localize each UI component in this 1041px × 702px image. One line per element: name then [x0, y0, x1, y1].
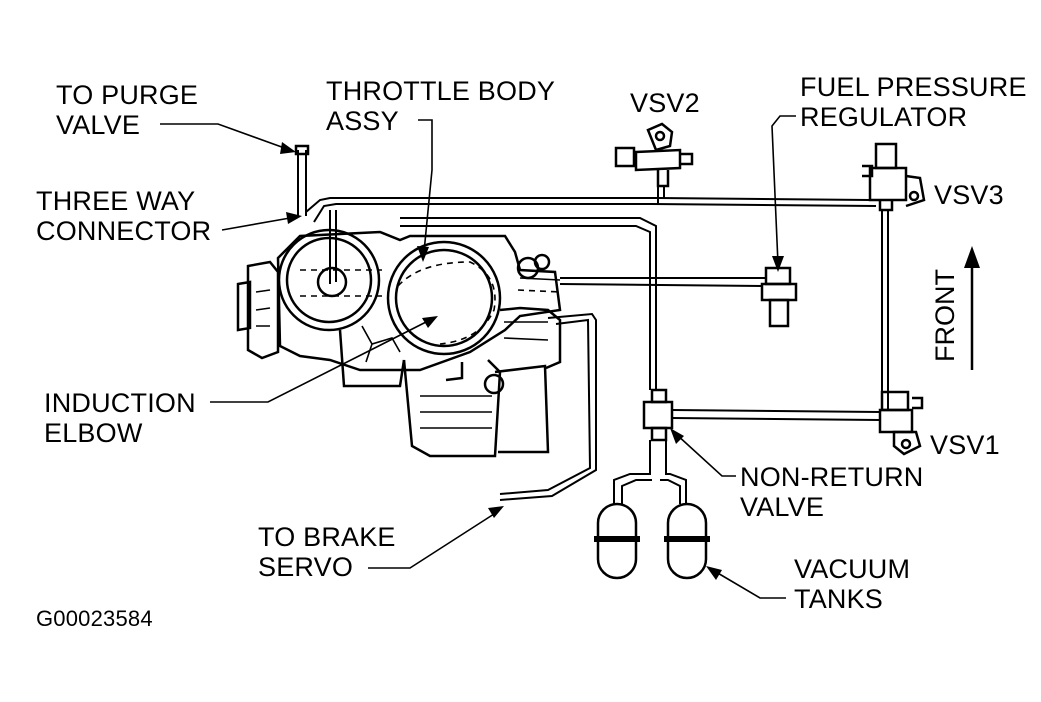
label-to-brake-servo: TO BRAKE SERVO — [258, 522, 396, 582]
label-vsv2: VSV2 — [630, 88, 700, 118]
figure-id: G00023584 — [36, 604, 153, 634]
vsv2-text: VSV2 — [630, 88, 700, 118]
label-throttle-body: THROTTLE BODY ASSY — [326, 76, 555, 136]
to-brake-servo-line1: TO BRAKE — [258, 522, 396, 552]
vsv1-text: VSV1 — [930, 430, 1000, 460]
to-purge-valve-line2: VALVE — [56, 110, 141, 140]
label-to-purge-valve: TO PURGE VALVE — [56, 80, 198, 140]
induction-elbow-line2: ELBOW — [44, 418, 143, 448]
vsv2-valve — [614, 122, 694, 188]
label-three-way-connector: THREE WAY CONNECTOR — [36, 186, 211, 246]
throttle-body-assembly — [236, 228, 562, 458]
vacuum-tanks-line1: VACUUM — [794, 554, 911, 584]
front-text: FRONT — [930, 269, 960, 362]
label-induction-elbow: INDUCTION ELBOW — [44, 388, 196, 448]
leader-lines — [160, 115, 980, 599]
induction-elbow-line1: INDUCTION — [44, 388, 196, 418]
vsv3-valve — [862, 142, 926, 212]
three-way-connector-line2: CONNECTOR — [36, 216, 212, 246]
throttle-body-line2: ASSY — [326, 106, 399, 136]
fuel-pressure-regulator-line2: REGULATOR — [800, 102, 968, 132]
three-way-connector-line1: THREE WAY — [36, 186, 196, 216]
non-return-valve-line2: VALVE — [740, 492, 825, 522]
throttle-body-line1: THROTTLE BODY — [326, 76, 556, 106]
vacuum-tanks-line2: TANKS — [794, 584, 884, 614]
non-return-valve — [642, 388, 674, 442]
fuel-pressure-regulator-line1: FUEL PRESSURE — [800, 72, 1027, 102]
to-brake-servo-line2: SERVO — [258, 552, 354, 582]
non-return-valve-line1: NON-RETURN — [740, 462, 924, 492]
figure-id-text: G00023584 — [36, 606, 153, 631]
label-vacuum-tanks: VACUUM TANKS — [794, 554, 910, 614]
vacuum-tanks — [594, 440, 710, 580]
label-non-return-valve: NON-RETURN VALVE — [740, 462, 924, 522]
label-front: FRONT — [930, 269, 961, 362]
label-vsv1: VSV1 — [930, 430, 1000, 460]
label-vsv3: VSV3 — [934, 180, 1004, 210]
label-fuel-pressure-regulator: FUEL PRESSURE REGULATOR — [800, 72, 1027, 132]
fuel-pressure-regulator — [760, 266, 798, 328]
vacuum-hoses — [294, 144, 889, 501]
to-purge-valve-line1: TO PURGE — [56, 80, 199, 110]
vsv3-text: VSV3 — [934, 180, 1004, 210]
vsv1-valve — [878, 390, 924, 456]
